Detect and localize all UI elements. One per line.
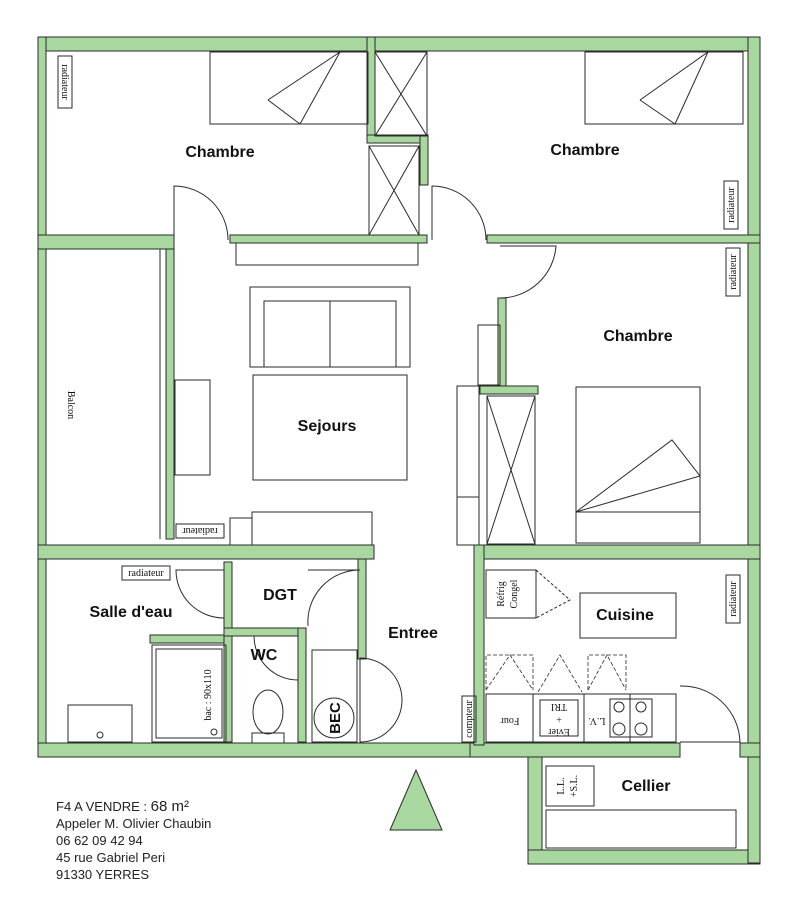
room-label-chambre-ne: Chambre xyxy=(550,142,619,159)
congel-label: Congel xyxy=(509,579,520,608)
listing-area: 68 m² xyxy=(150,798,190,815)
room-label-cellier: Cellier xyxy=(622,778,671,795)
walls xyxy=(37,36,761,865)
room-label-dgt: DGT xyxy=(263,587,297,604)
radiator-label: radiateur xyxy=(726,187,737,223)
room-label-chambre-nw: Chambre xyxy=(185,144,254,161)
kitchen-cabinets xyxy=(485,654,627,693)
room-label-cuisine: Cuisine xyxy=(596,607,654,624)
evier-plus-label: + xyxy=(556,713,562,724)
room-label-balcon: Balcon xyxy=(65,391,76,419)
compteur-label: compteur xyxy=(464,699,475,737)
radiators xyxy=(57,55,741,624)
listing-contact: Appeler M. Olivier Chaubin xyxy=(56,816,212,831)
listing-city: 91330 YERRES xyxy=(56,867,149,882)
listing-street: 45 rue Gabriel Peri xyxy=(56,850,166,865)
sl-label: +S.L. xyxy=(569,775,580,797)
listing-phone: 06 62 09 42 94 xyxy=(56,833,143,848)
listing-title-line: F4 A VENDRE : 68 m² xyxy=(56,798,211,815)
evier-tri-label: TRI xyxy=(551,701,567,712)
four-label: Four xyxy=(500,715,520,726)
room-label-chambre-e: Chambre xyxy=(603,328,672,345)
room-label-wc: WC xyxy=(251,647,278,664)
listing-info: F4 A VENDRE : 68 m² Appeler M. Olivier C… xyxy=(56,798,211,883)
room-label-sejour: Sejours xyxy=(298,418,357,435)
shower-label: bac : 90x110 xyxy=(203,669,214,720)
room-label-entree: Entree xyxy=(388,625,438,642)
radiator-label: radiateur xyxy=(128,568,164,579)
room-label-salle-eau: Salle d'eau xyxy=(90,604,173,621)
evier-label: Evier xyxy=(548,726,570,737)
bec-label: BEC xyxy=(327,702,344,734)
radiator-label: radiateur xyxy=(182,525,218,536)
listing-title: F4 A VENDRE : xyxy=(56,799,148,814)
doors xyxy=(173,185,741,743)
north-arrow-icon xyxy=(389,768,443,831)
radiator-label: radiateur xyxy=(59,64,70,100)
radiator-label: radiateur xyxy=(728,254,739,290)
lv-label: L.V. xyxy=(588,715,605,726)
radiator-label: radiateur xyxy=(728,581,739,617)
furniture xyxy=(67,50,744,849)
ll-label: L.L. xyxy=(556,777,567,794)
refrig-label: Réfrig xyxy=(496,581,507,607)
